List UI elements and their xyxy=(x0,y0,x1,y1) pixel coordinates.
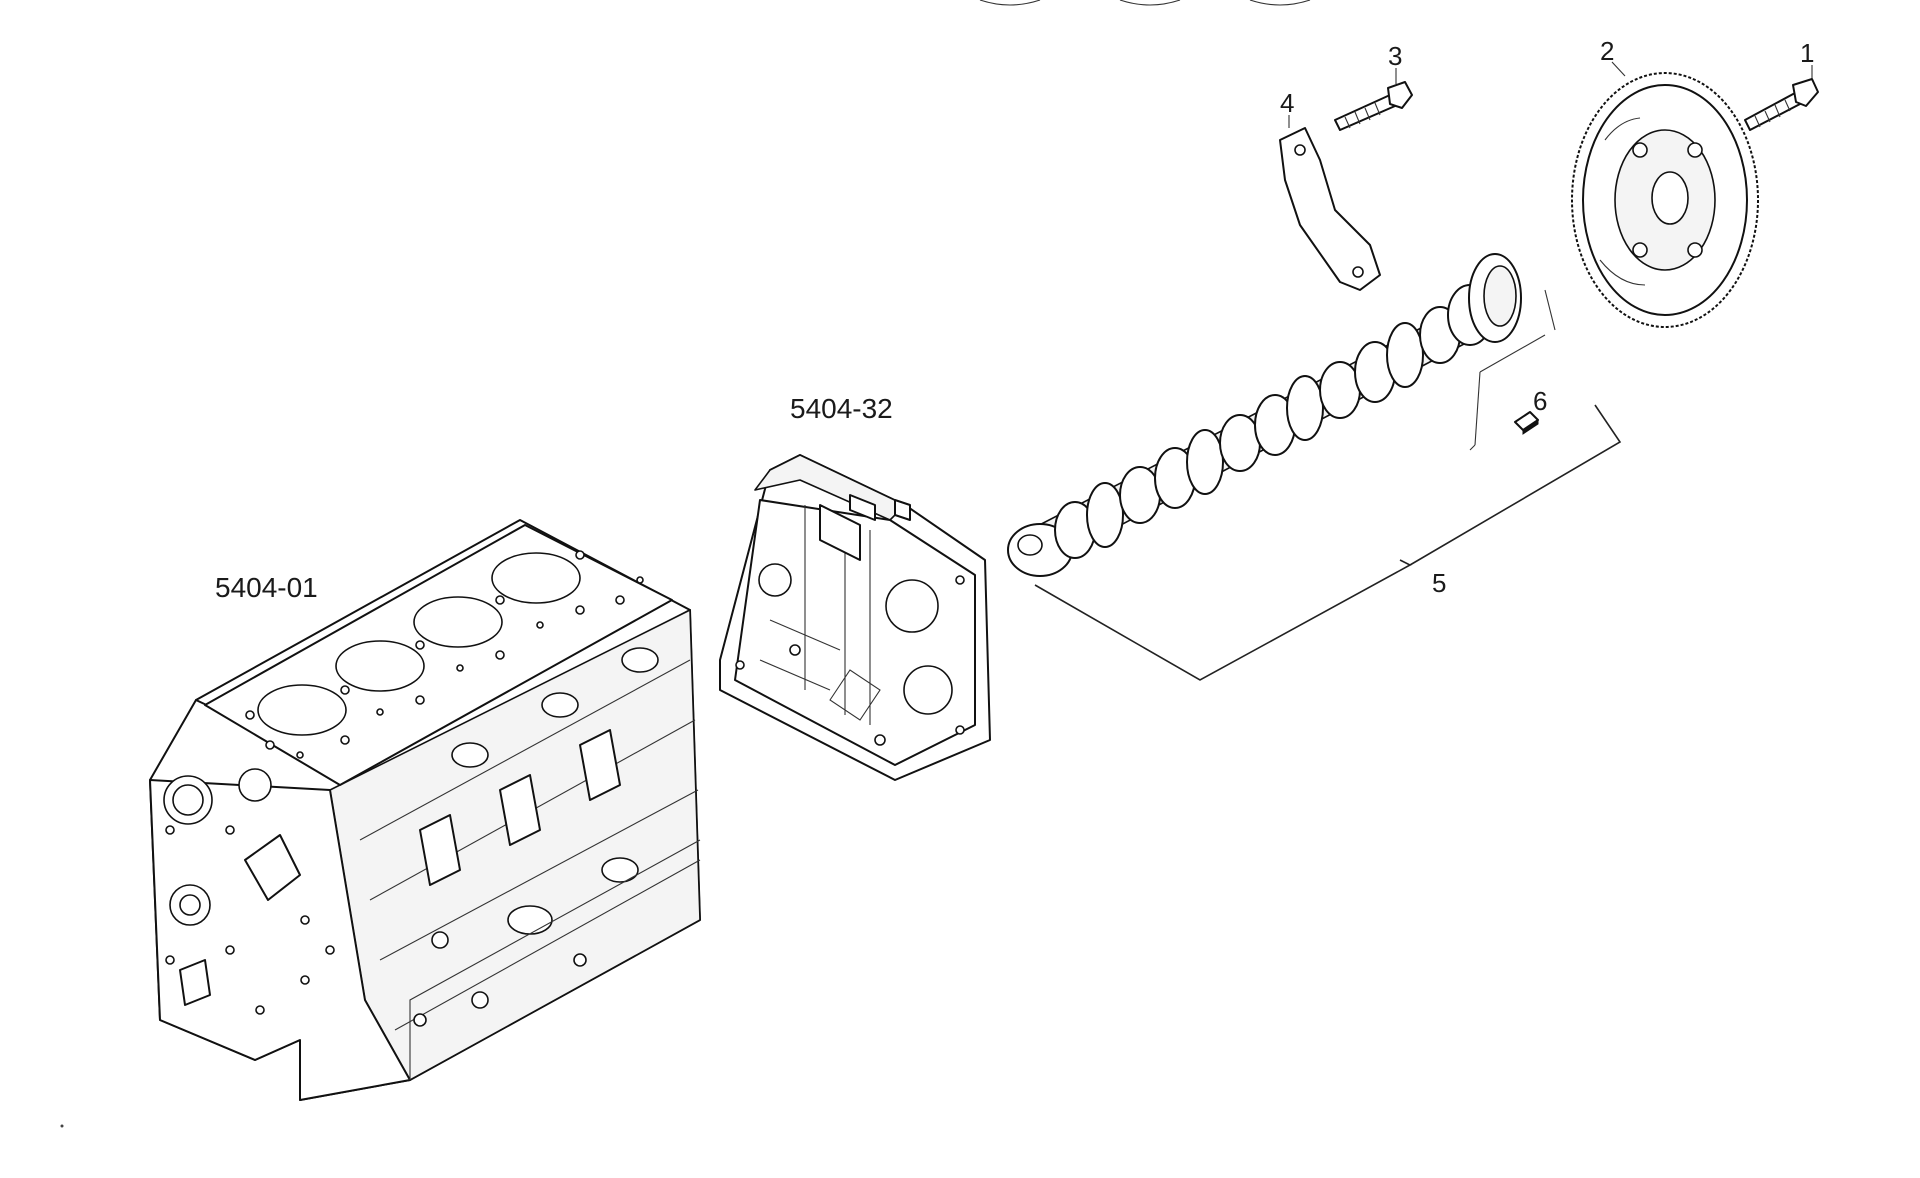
deck-holes xyxy=(245,550,644,759)
timing-cover-icon xyxy=(719,454,991,781)
callout-6: 6 xyxy=(1533,386,1547,416)
key-callout-box xyxy=(1469,289,1556,451)
margin-dot xyxy=(60,1124,64,1128)
reference-label-timing-cover: 5404-32 xyxy=(790,393,893,424)
top-edge-artifacts xyxy=(979,0,1311,6)
engine-block-icon xyxy=(149,519,701,1101)
key-icon xyxy=(1514,411,1539,435)
camshaft-lobes xyxy=(1007,253,1522,577)
callout-3: 3 xyxy=(1388,41,1402,71)
callout-1: 1 xyxy=(1800,38,1814,68)
camshaft-icon xyxy=(1007,253,1622,681)
callout-4: 4 xyxy=(1280,88,1294,118)
gear-icon xyxy=(1571,72,1759,328)
bolt-icon xyxy=(1744,78,1819,131)
bolt-icon xyxy=(1334,81,1413,131)
callout-5: 5 xyxy=(1432,568,1446,598)
leader-lines xyxy=(1288,61,1813,128)
callout-2: 2 xyxy=(1600,36,1614,66)
reference-label-engine-block: 5404-01 xyxy=(215,572,318,603)
thrust-plate-icon xyxy=(1279,127,1381,291)
